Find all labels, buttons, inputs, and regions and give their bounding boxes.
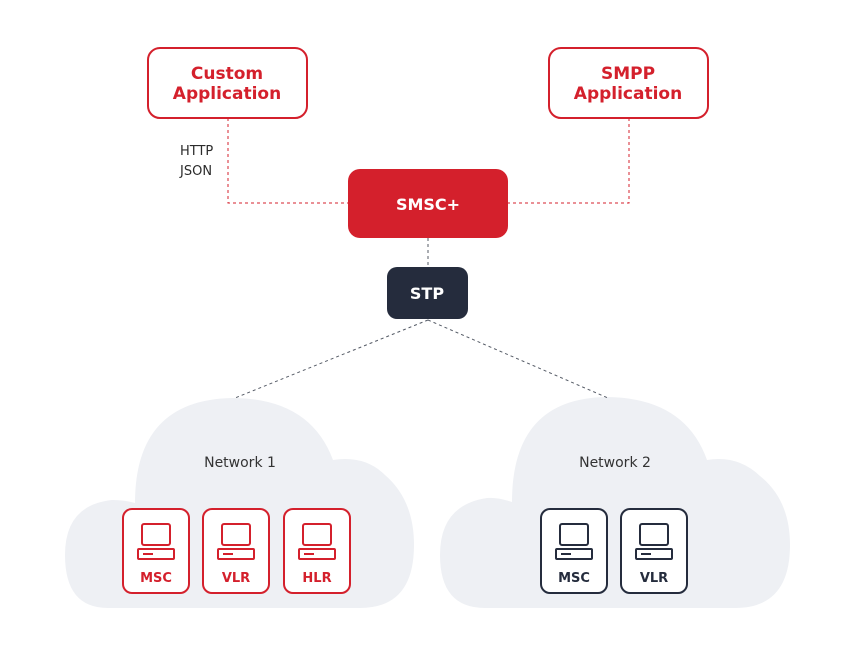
- device-label: MSC: [140, 571, 172, 586]
- link-custom-to-smsc: [227, 118, 348, 204]
- device-label: VLR: [222, 571, 250, 586]
- computer-terminal-icon: [137, 523, 175, 560]
- network-2-title: Network 2: [579, 455, 651, 471]
- link-label-http: HTTP: [180, 144, 213, 159]
- computer-terminal-icon: [555, 523, 593, 560]
- link-stp-to-network-1: [234, 319, 429, 399]
- device-vlr-network-1[interactable]: VLR: [202, 508, 270, 594]
- smsc-label: SMSC+: [396, 195, 460, 214]
- stp-label: STP: [410, 284, 444, 303]
- network-1-title: Network 1: [204, 455, 276, 471]
- smpp-application-node[interactable]: SMPP Application: [548, 47, 709, 119]
- device-label: VLR: [640, 571, 668, 586]
- stp-node[interactable]: STP: [387, 267, 468, 319]
- computer-terminal-icon: [298, 523, 336, 560]
- smpp-application-label-line2: Application: [574, 84, 682, 104]
- computer-terminal-icon: [217, 523, 255, 560]
- custom-application-label-line1: Custom: [191, 64, 263, 84]
- smsc-node[interactable]: SMSC+: [348, 169, 508, 238]
- device-hlr-network-1[interactable]: HLR: [283, 508, 351, 594]
- device-msc-network-1[interactable]: MSC: [122, 508, 190, 594]
- smpp-application-label-line1: SMPP: [601, 64, 655, 84]
- link-label-json: JSON: [179, 164, 212, 179]
- device-msc-network-2[interactable]: MSC: [540, 508, 608, 594]
- device-label: MSC: [558, 571, 590, 586]
- custom-application-node[interactable]: Custom Application: [147, 47, 308, 119]
- device-label: HLR: [302, 571, 331, 586]
- link-smpp-to-smsc: [508, 118, 630, 204]
- link-stp-to-network-2: [427, 319, 609, 399]
- cloud-network-2: [440, 397, 790, 608]
- custom-application-label-line2: Application: [173, 84, 281, 104]
- computer-terminal-icon: [635, 523, 673, 560]
- connectors: [227, 118, 630, 399]
- device-vlr-network-2[interactable]: VLR: [620, 508, 688, 594]
